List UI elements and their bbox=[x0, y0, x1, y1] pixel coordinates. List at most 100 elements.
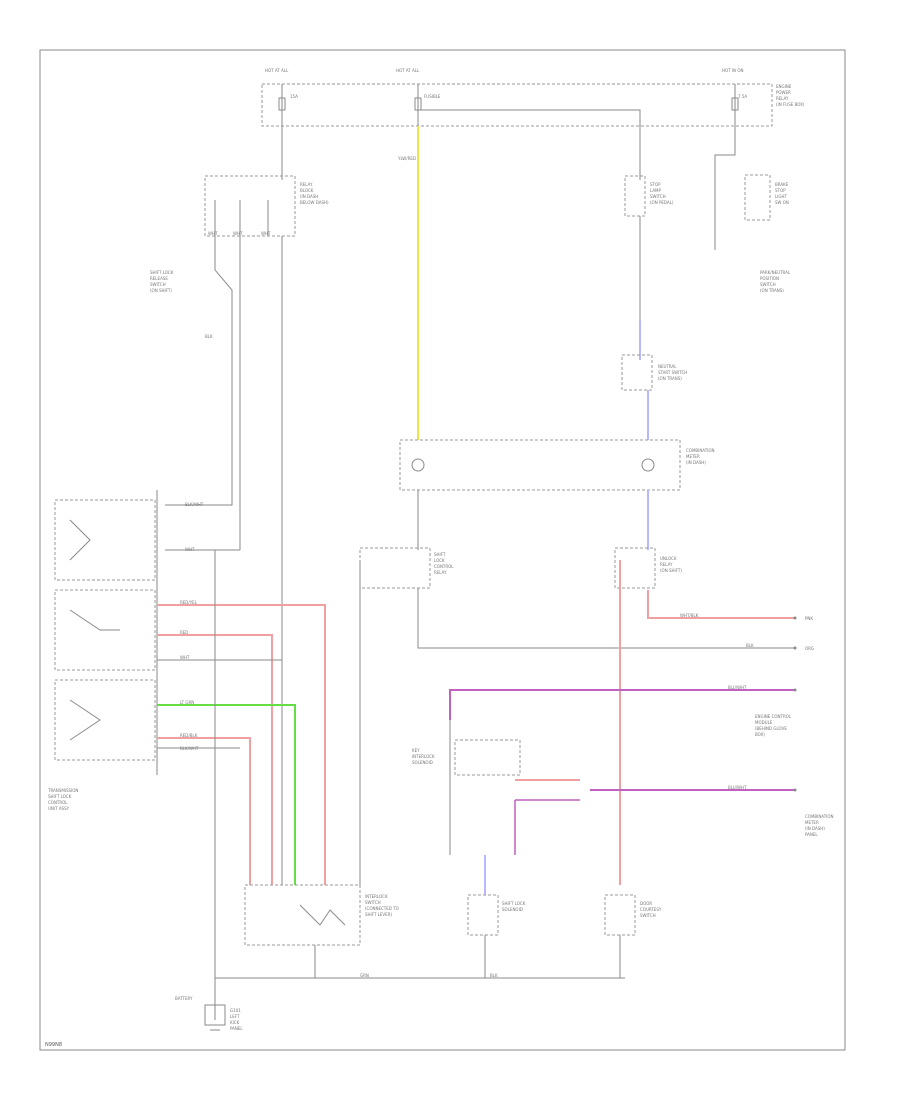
ecm-label: ENGINE CONTROL MODULE (BEHIND GLOVE BOX) bbox=[755, 714, 792, 737]
svg-text:STOP: STOP bbox=[650, 182, 661, 187]
wire-lt-grn bbox=[157, 704, 296, 885]
svg-text:SHIFT LOCK: SHIFT LOCK bbox=[48, 794, 72, 799]
svg-text:SOLENOID: SOLENOID bbox=[502, 907, 523, 912]
svg-text:G101: G101 bbox=[230, 1008, 241, 1013]
key-switch-box bbox=[244, 884, 361, 946]
svg-text:SW ON: SW ON bbox=[775, 200, 789, 205]
key-switch-label: INTERLOCK SWITCH (CONNECTED TO SHIFT LEV… bbox=[365, 894, 399, 917]
svg-text:POWER: POWER bbox=[776, 90, 791, 95]
svg-text:(ON SHIFT): (ON SHIFT) bbox=[660, 568, 682, 573]
svg-text:LIGHT: LIGHT bbox=[775, 194, 788, 199]
trans-unit-switch-2 bbox=[69, 609, 120, 631]
brake-switch-label: SHIFT LOCK RELEASE SWITCH (ON SHIFT) bbox=[150, 270, 174, 293]
svg-text:UNIT ASSY: UNIT ASSY bbox=[48, 806, 70, 811]
svg-text:TRANSMISSION: TRANSMISSION bbox=[47, 788, 78, 793]
wire-label-red-yel: RED/YEL bbox=[180, 600, 198, 605]
bottom-sw-right-label: DOOR COURTESY SWITCH bbox=[640, 901, 662, 918]
wire-right-far bbox=[714, 126, 736, 250]
svg-text:(BEHIND GLOVE: (BEHIND GLOVE bbox=[755, 726, 787, 731]
stop-lamp-sw-box bbox=[624, 175, 646, 217]
unlock-relay-box bbox=[614, 547, 656, 589]
svg-text:KICK: KICK bbox=[230, 1020, 240, 1025]
shift-lock-relay-box bbox=[359, 547, 431, 589]
svg-text:PANEL: PANEL bbox=[230, 1026, 243, 1031]
key-interlock-box bbox=[454, 739, 521, 776]
wire-red-blk bbox=[157, 737, 251, 885]
fuse-right-label: 7.5A bbox=[738, 94, 747, 99]
svg-text:(ON TRANS): (ON TRANS) bbox=[760, 288, 784, 293]
svg-text:BLOCK: BLOCK bbox=[300, 188, 314, 193]
combo-meter-box bbox=[399, 439, 681, 491]
svg-text:RELEASE: RELEASE bbox=[150, 276, 168, 281]
svg-text:METER: METER bbox=[686, 454, 700, 459]
wire-label-grn: GRN bbox=[360, 973, 369, 978]
svg-text:(ON TRANS): (ON TRANS) bbox=[658, 376, 682, 381]
svg-text:(ON PEDAL): (ON PEDAL) bbox=[650, 200, 674, 205]
svg-text:NEUTRAL: NEUTRAL bbox=[658, 364, 677, 369]
hot-label-1: HOT AT ALL bbox=[265, 68, 289, 73]
bottom-sw-right-box bbox=[604, 894, 636, 936]
wire-label-blk-3: BLK bbox=[490, 973, 498, 978]
battery-ground-icon bbox=[204, 1004, 226, 1031]
trans-unit-box-1 bbox=[54, 499, 156, 581]
door-sw-box bbox=[744, 174, 771, 221]
svg-text:POSITION: POSITION bbox=[760, 276, 779, 281]
wire-label-blk-wht: BLK/WHT bbox=[185, 502, 204, 507]
wire-red-yel bbox=[157, 604, 326, 885]
svg-text:BOX): BOX) bbox=[755, 732, 765, 737]
fuse-icon-mid bbox=[414, 84, 422, 126]
svg-text:(IN DASH): (IN DASH) bbox=[805, 826, 825, 831]
svg-text:SHIFT LOCK: SHIFT LOCK bbox=[150, 270, 174, 275]
bottom-sw-mid-box bbox=[467, 894, 499, 936]
wire-label-lt-grn: LT GRN bbox=[180, 700, 194, 705]
svg-text:PANEL: PANEL bbox=[805, 832, 818, 837]
svg-text:SWITCH: SWITCH bbox=[640, 913, 656, 918]
fuse-icon-left bbox=[278, 84, 286, 126]
neutral-sw-box bbox=[621, 354, 653, 391]
svg-text:(IN FUSE BOX): (IN FUSE BOX) bbox=[776, 102, 805, 107]
wire-label-wht: WHT bbox=[185, 547, 195, 552]
svg-text:LEFT: LEFT bbox=[230, 1014, 240, 1019]
svg-text:SWITCH: SWITCH bbox=[150, 282, 166, 287]
svg-text:COURTESY: COURTESY bbox=[640, 907, 662, 912]
svg-text:SWITCH: SWITCH bbox=[650, 194, 666, 199]
svg-text:BRAKE: BRAKE bbox=[775, 182, 789, 187]
svg-text:SHIFT LOCK: SHIFT LOCK bbox=[502, 901, 526, 906]
svg-text:(ON SHIFT): (ON SHIFT) bbox=[150, 288, 172, 293]
svg-text:MODULE: MODULE bbox=[755, 720, 773, 725]
svg-text:COMBINATION: COMBINATION bbox=[686, 448, 715, 453]
fuse-mid-label: FUSIBLE bbox=[424, 94, 441, 99]
wire-red bbox=[157, 634, 273, 885]
trans-unit-switch-3 bbox=[69, 699, 101, 741]
wire-label-pnk: PNK bbox=[805, 616, 813, 621]
stop-lamp-label: STOP LAMP SWITCH (ON PEDAL) bbox=[650, 182, 674, 205]
svg-text:BATTERY: BATTERY bbox=[175, 996, 193, 1001]
combo-meter-bulb-left-icon bbox=[411, 458, 425, 472]
bottom-sw-mid-label: SHIFT LOCK SOLENOID bbox=[502, 901, 526, 912]
unlock-relay-label: UNLOCK RELAY (ON SHIFT) bbox=[660, 556, 682, 573]
key-switch-contacts bbox=[299, 904, 346, 926]
svg-text:(CONNECTED TO: (CONNECTED TO bbox=[365, 906, 399, 911]
svg-text:ENGINE CONTROL: ENGINE CONTROL bbox=[755, 714, 792, 719]
door-sw-label: BRAKE STOP LIGHT SW ON bbox=[775, 182, 789, 205]
trans-unit-label: TRANSMISSION SHIFT LOCK CONTROL UNIT ASS… bbox=[47, 788, 78, 811]
svg-text:KEY: KEY bbox=[412, 748, 420, 753]
fuse-bus bbox=[418, 109, 641, 126]
svg-text:(IN DASH: (IN DASH bbox=[300, 194, 318, 199]
svg-text:BELOW DASH): BELOW DASH) bbox=[300, 200, 329, 205]
svg-text:START SWITCH: START SWITCH bbox=[658, 370, 687, 375]
wire-label-ylw: YLW/RED bbox=[397, 156, 416, 161]
combo-label-right: COMBINATION METER (IN DASH) PANEL bbox=[805, 814, 834, 837]
relay-top-box bbox=[204, 175, 296, 237]
wire-label-wht-blk: WHT/BLK bbox=[680, 613, 699, 618]
relay-top-label: RELAY BLOCK (IN DASH BELOW DASH) bbox=[300, 182, 329, 205]
svg-text:PARK/NEUTRAL: PARK/NEUTRAL bbox=[760, 270, 791, 275]
svg-text:CONTROL: CONTROL bbox=[48, 800, 68, 805]
wire-purple-1 bbox=[449, 689, 795, 720]
svg-text:CONTROL: CONTROL bbox=[434, 564, 454, 569]
combo-meter-label: COMBINATION METER (IN DASH) bbox=[686, 448, 715, 465]
trans-unit-box-2 bbox=[54, 589, 156, 671]
wire-brake bbox=[165, 236, 233, 506]
svg-text:ENGINE: ENGINE bbox=[776, 84, 792, 89]
